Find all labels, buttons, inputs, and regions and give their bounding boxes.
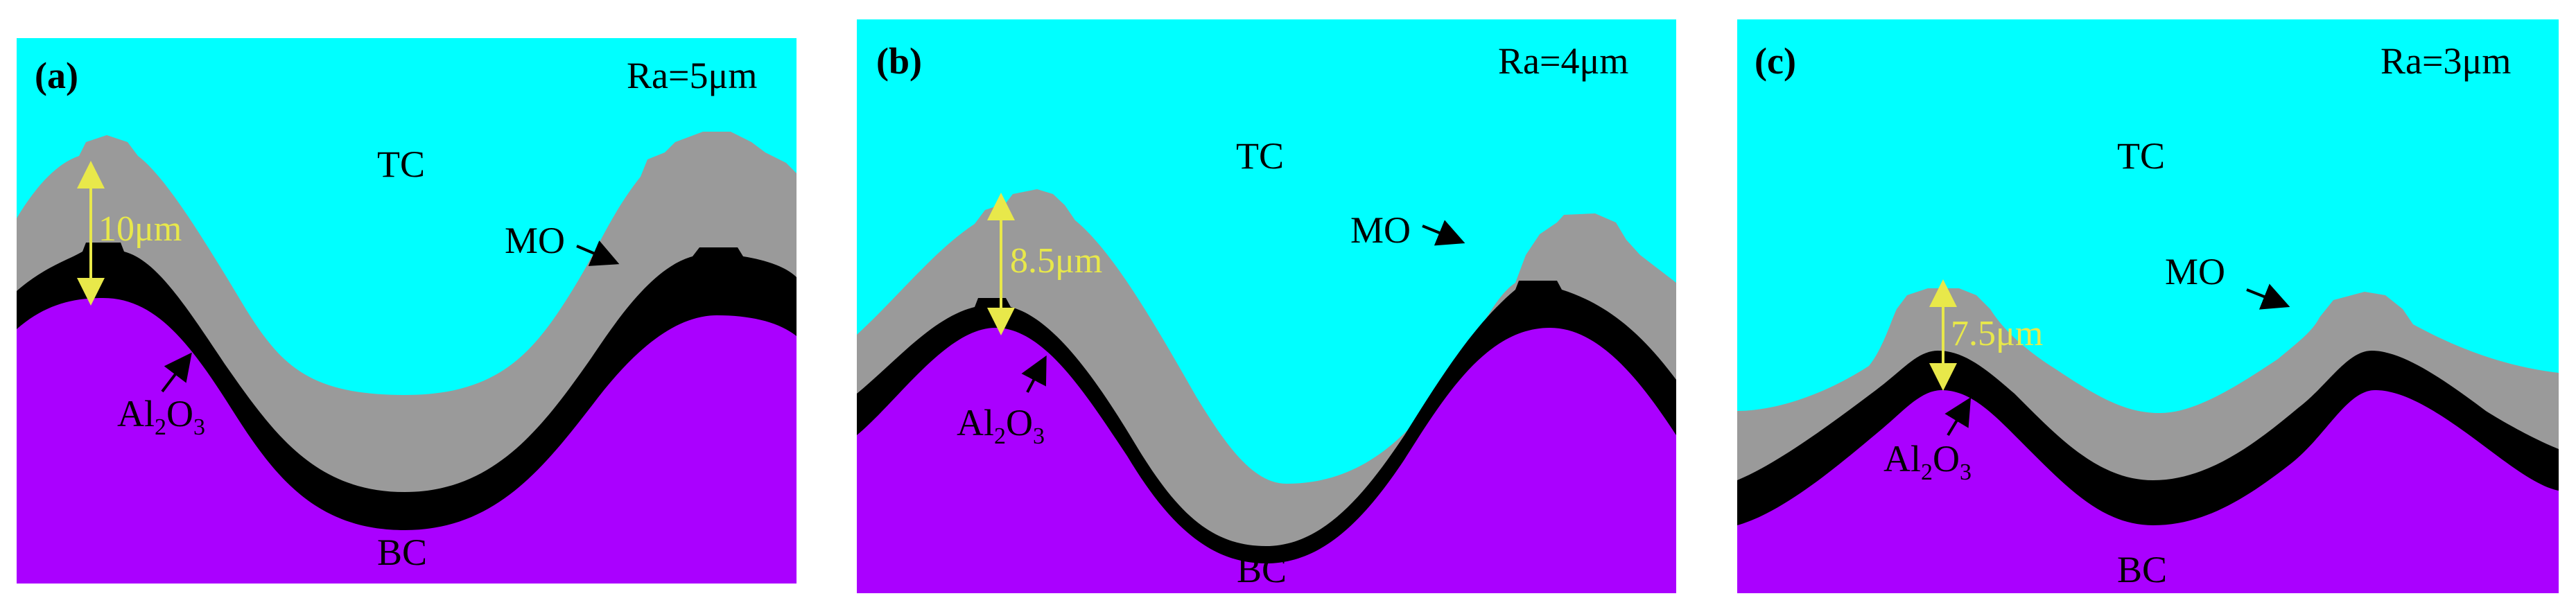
panel-c-bc-label: BC	[2117, 549, 2167, 590]
panel-c-mo-arrow	[2246, 283, 2290, 310]
panel-b-al2o3-label: Al2O3	[957, 402, 1045, 449]
panel-a: (a) Ra=5μm TC MO Al2O3 BC 10μm	[17, 38, 797, 584]
panel-b-mo-label: MO	[1350, 209, 1411, 251]
panel-a-bc-label: BC	[377, 532, 427, 573]
panel-b-tag: (b)	[876, 40, 922, 82]
panel-c-tag: (c)	[1755, 40, 1796, 82]
panel-b: (b) Ra=4μm TC MO Al2O3 BC 8.5μm	[857, 19, 1676, 593]
panel-b-thickness-label: 8.5μm	[1010, 241, 1102, 281]
panel-c-thickness-label: 7.5μm	[1951, 314, 2043, 353]
panel-b-bc-layer	[857, 328, 1676, 593]
panel-c-roughness: Ra=3μm	[2381, 40, 2511, 82]
panel-a-mo-label: MO	[505, 220, 565, 261]
panel-a-al2o3-label: Al2O3	[117, 393, 205, 440]
panel-a-tc-label: TC	[377, 143, 425, 185]
panel-b-mo-arrow	[1422, 220, 1465, 246]
panel-b-roughness: Ra=4μm	[1498, 40, 1628, 82]
panel-c-mo-label: MO	[2165, 251, 2225, 292]
panel-c-bc-layer	[1737, 390, 2559, 593]
panel-c: (c) Ra=3μm TC MO Al2O3 BC 7.5μm	[1737, 19, 2559, 593]
panel-a-thickness-label: 10μm	[98, 209, 182, 249]
panel-c-al2o3-label: Al2O3	[1883, 438, 1972, 485]
panel-a-roughness: Ra=5μm	[627, 55, 757, 96]
panel-b-al2o3-arrow	[1021, 355, 1047, 393]
panel-c-al2o3-arrow	[1944, 397, 1972, 437]
panel-b-bc-label: BC	[1237, 549, 1287, 590]
panel-a-tag: (a)	[35, 55, 78, 96]
panel-a-mo-arrow	[576, 240, 620, 266]
panel-a-bc-layer	[17, 298, 797, 584]
panel-b-tc-label: TC	[1236, 135, 1284, 177]
panel-a-al2o3-arrow	[161, 352, 192, 393]
panel-c-tc-label: TC	[2117, 135, 2165, 177]
